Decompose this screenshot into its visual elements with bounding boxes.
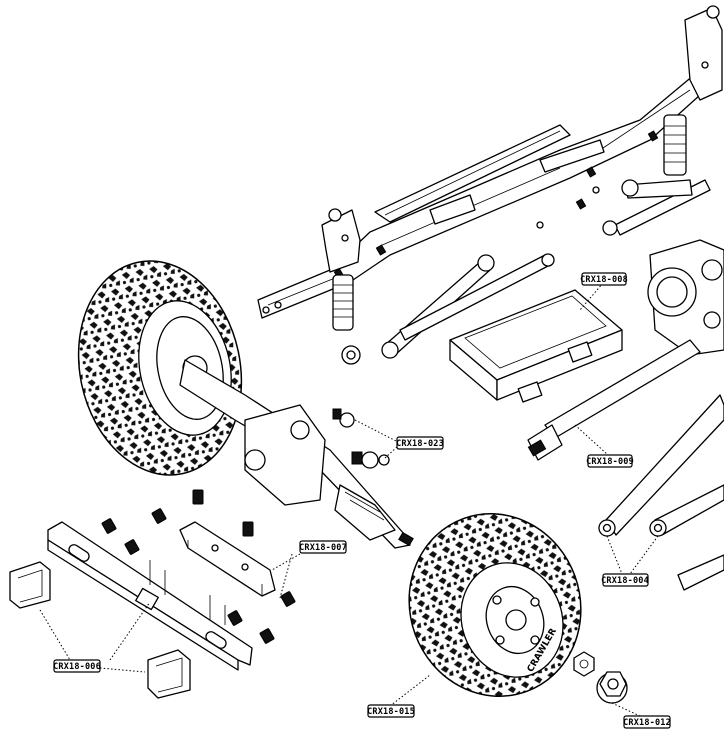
bumper-mount bbox=[179, 521, 276, 597]
part-label-crx18-012: CRX18-012 bbox=[623, 715, 671, 729]
rear-shock bbox=[332, 274, 361, 365]
part-label-crx18-009: CRX18-009 bbox=[586, 454, 634, 468]
rear-bumper bbox=[47, 521, 253, 671]
battery-tray bbox=[449, 289, 623, 403]
part-number: CRX18-012 bbox=[623, 718, 671, 728]
part-number: CRX18-015 bbox=[367, 707, 415, 717]
leader-lines bbox=[39, 282, 659, 717]
front-wheel: CRAWLER bbox=[408, 513, 582, 697]
part-number: CRX18-004 bbox=[601, 576, 649, 586]
part-label-crx18-006: CRX18-006 bbox=[53, 659, 101, 673]
part-label-crx18-004: CRX18-004 bbox=[601, 573, 649, 587]
part-label-crx18-008: CRX18-008 bbox=[580, 272, 628, 286]
part-number: CRX18-008 bbox=[580, 275, 628, 285]
screws bbox=[101, 489, 296, 644]
part-label-crx18-023: CRX18-023 bbox=[396, 436, 444, 450]
bumper-clip-right bbox=[147, 649, 191, 699]
chassis-frame bbox=[257, 5, 723, 319]
part-number: CRX18-009 bbox=[586, 457, 634, 467]
part-number: CRX18-023 bbox=[396, 439, 444, 449]
front-shock bbox=[663, 114, 687, 176]
bumper-clip-left bbox=[9, 561, 51, 609]
hex-hub bbox=[573, 651, 628, 704]
lower-links bbox=[598, 394, 724, 591]
driveshaft bbox=[527, 339, 701, 461]
pivot-balls bbox=[332, 408, 390, 469]
rear-axle bbox=[179, 359, 414, 549]
part-number: CRX18-006 bbox=[53, 662, 101, 672]
part-label-crx18-015: CRX18-015 bbox=[367, 704, 415, 718]
part-number: CRX18-007 bbox=[299, 543, 347, 553]
rear-wheel bbox=[77, 260, 243, 476]
upper-links bbox=[381, 179, 711, 359]
transmission bbox=[647, 239, 724, 356]
part-label-crx18-007: CRX18-007 bbox=[299, 540, 347, 554]
